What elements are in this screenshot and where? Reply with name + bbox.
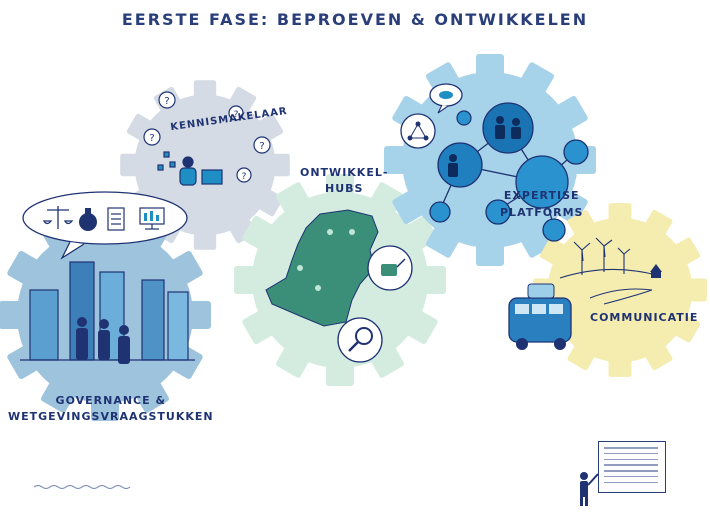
netherlands-map-icon — [265, 209, 379, 327]
svg-text:?: ? — [242, 172, 247, 182]
barn-icon — [650, 264, 662, 278]
label-communicatie: COMMUNICATIE — [590, 311, 699, 324]
note-text-lines — [604, 447, 658, 488]
wind-turbine-icon — [573, 241, 591, 275]
note-card — [598, 441, 666, 493]
person-icon — [580, 472, 599, 506]
governance-speech-bubble — [22, 191, 188, 260]
svg-text:?: ? — [149, 133, 154, 144]
communicatie-landscape — [559, 268, 661, 305]
svg-text:?: ? — [164, 96, 169, 107]
scales-icon — [42, 206, 74, 229]
person-icon — [179, 156, 197, 186]
watering-can-icon — [367, 245, 413, 291]
label-ontwikkelhubs-line1: ONTWIKKEL- — [300, 166, 389, 179]
magnifier-icon — [337, 317, 383, 363]
question-mark-icon: ? — [143, 128, 161, 146]
kennismakelaar-scene: ? ? ? ? ? — [143, 91, 271, 186]
artist-signature — [33, 485, 131, 489]
people-group — [76, 317, 130, 364]
bus-icon — [508, 283, 572, 350]
expertise-network — [429, 102, 589, 242]
wind-turbine-icon — [595, 237, 613, 272]
question-mark-icon: ? — [228, 105, 244, 121]
label-governance: GOVERNANCE & WETGEVINGSVRAAGSTUKKEN — [8, 393, 214, 425]
label-expertise-platforms: EXPERTISE PLATFORMS — [500, 187, 583, 221]
svg-text:?: ? — [234, 110, 239, 120]
label-governance-line2: WETGEVINGSVRAAGSTUKKEN — [8, 410, 214, 423]
question-mark-icon: ? — [236, 167, 252, 183]
label-ontwikkelhubs: ONTWIKKEL- HUBS — [300, 165, 388, 197]
money-bag-icon — [79, 208, 97, 231]
law-book-icon — [107, 207, 125, 231]
question-mark-icon: ? — [253, 136, 271, 154]
wind-turbine-icon — [617, 247, 631, 274]
label-ontwikkelhubs-line2: HUBS — [324, 182, 364, 195]
computer-icon — [201, 169, 223, 185]
speech-bubble-icon — [429, 83, 463, 114]
question-mark-icon: ? — [158, 91, 176, 109]
network-icon — [400, 113, 436, 149]
label-governance-line1: GOVERNANCE & — [55, 394, 167, 407]
computer-icon — [139, 207, 165, 230]
page-title: EERSTE FASE: BEPROEVEN & ONTWIKKELEN — [121, 10, 589, 29]
svg-text:?: ? — [259, 141, 264, 152]
label-expertise-line2: PLATFORMS — [500, 206, 584, 219]
label-expertise-line1: EXPERTISE — [503, 189, 580, 202]
